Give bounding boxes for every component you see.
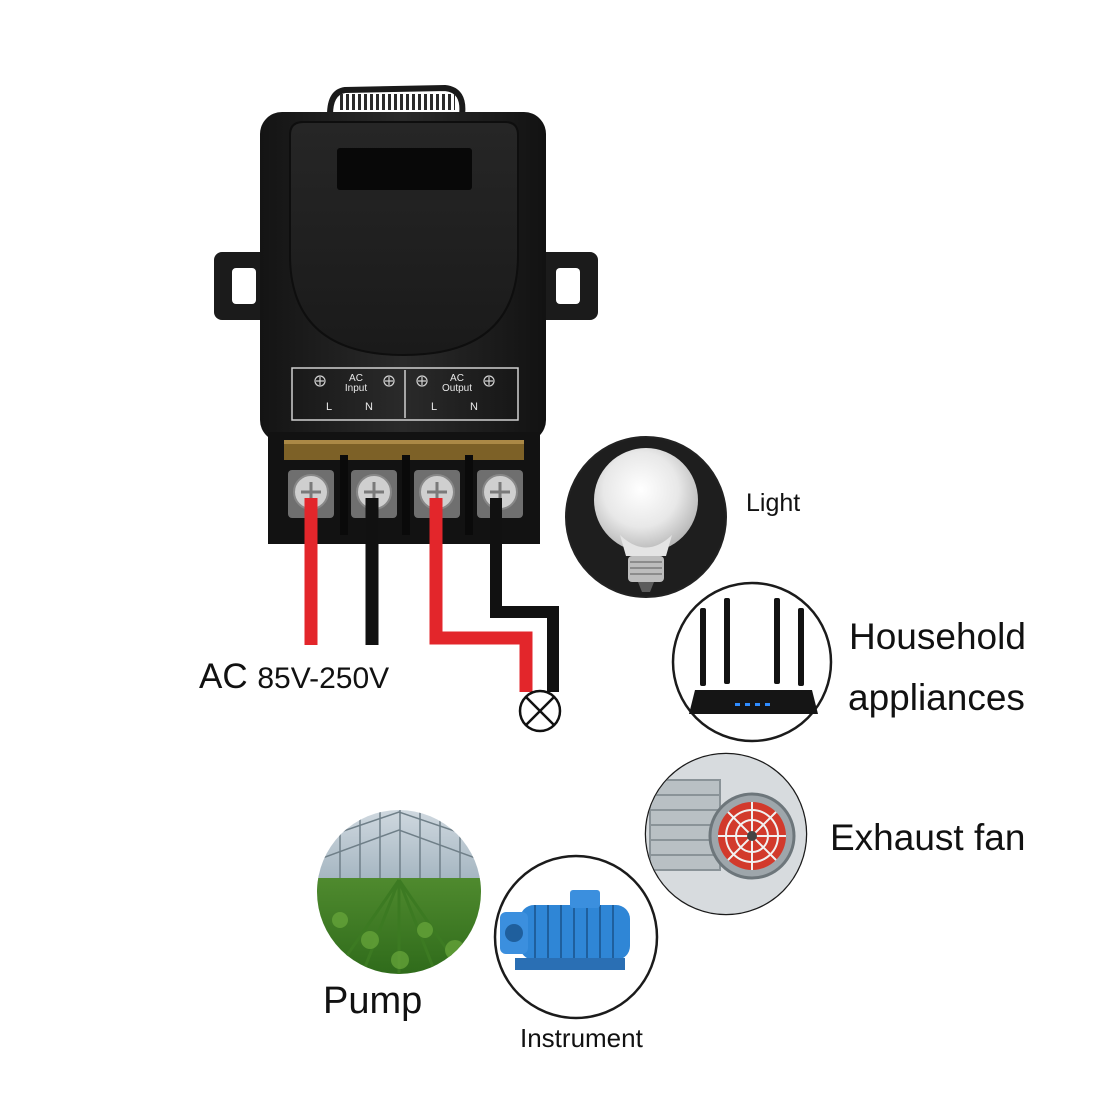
- terminal-dividers: [340, 455, 473, 535]
- app-label-exhaust-fan: Exhaust fan: [830, 817, 1026, 858]
- app-label-household-line1: Household: [849, 616, 1026, 657]
- router-icon: [671, 581, 833, 743]
- exhaust-fan-icon: [644, 752, 808, 916]
- output-neutral-wire: [490, 498, 559, 692]
- ac-output-label-line2: Output: [441, 383, 473, 394]
- supply-ac-prefix: AC: [199, 657, 248, 696]
- input-pin-n: N: [365, 401, 373, 413]
- output-live-wire: [429, 498, 533, 692]
- ac-input-label-line1: AC: [349, 373, 363, 384]
- antenna-coil-icon: [327, 84, 466, 116]
- ac-input-label-line2: Input: [344, 383, 368, 394]
- output-pin-n: N: [470, 401, 478, 413]
- relay-module: [214, 84, 598, 544]
- greenhouse-icon: [317, 810, 481, 974]
- ac-output-label-line1: AC: [450, 373, 464, 384]
- app-label-pump: Pump: [323, 980, 423, 1022]
- input-pin-l: L: [326, 401, 333, 413]
- supply-voltage-label: AC 85V-250V: [199, 657, 389, 697]
- app-label-instrument: Instrument: [520, 1023, 643, 1053]
- wires: [304, 498, 559, 692]
- app-label-household-line2: appliances: [848, 677, 1025, 718]
- app-label-light: Light: [746, 489, 801, 517]
- ac-output-label: AC Output: [434, 374, 480, 394]
- ac-input-label: AC Input: [336, 374, 376, 394]
- led-window: [337, 148, 472, 190]
- supply-voltage-range: 85V-250V: [257, 662, 390, 695]
- motor-icon: [493, 854, 659, 1020]
- terminal-label-plate: [291, 367, 519, 421]
- output-pin-l: L: [431, 401, 438, 413]
- light-bulb-icon: [565, 436, 727, 598]
- screw-icon: [288, 470, 334, 518]
- lamp-load-symbol-icon: [518, 689, 562, 733]
